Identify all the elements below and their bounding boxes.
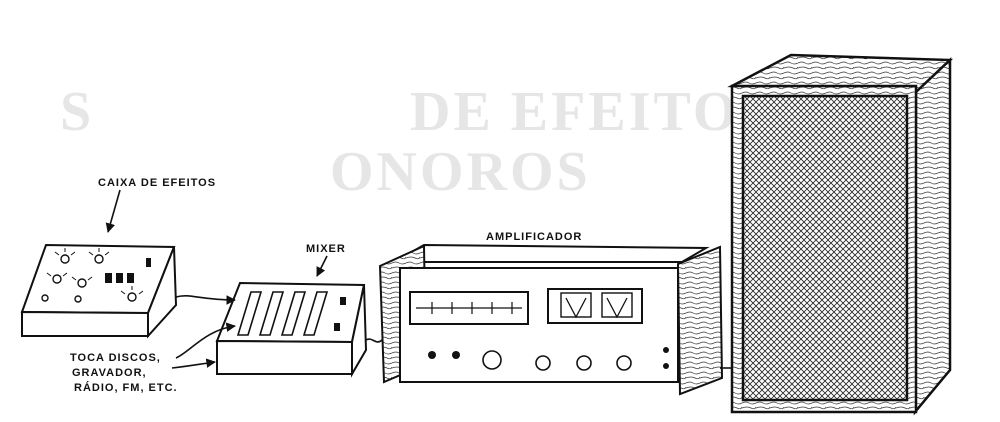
amplifier-small-control bbox=[428, 347, 669, 369]
mixer bbox=[215, 281, 368, 378]
cable-mixer-to-amplifier bbox=[365, 338, 383, 343]
amplifier-right-wood-side bbox=[676, 245, 724, 396]
effects-box-side bbox=[147, 246, 178, 339]
signal-cables bbox=[171, 294, 732, 369]
label-amplifier: AMPLIFICADOR bbox=[486, 231, 582, 243]
label-sources-line2: GRAVADOR, bbox=[72, 367, 147, 379]
effects-display bbox=[105, 258, 151, 283]
speaker-side bbox=[913, 57, 952, 416]
background-bleed-text: DE EFEITOS ONOROS S bbox=[60, 81, 774, 203]
svg-text:ONOROS: ONOROS bbox=[330, 141, 591, 203]
label-sources-line1: TOCA DISCOS, bbox=[70, 352, 161, 364]
effects-knob bbox=[41, 254, 137, 303]
label-effects-box: CAIXA DE EFEITOS bbox=[98, 177, 216, 189]
speaker-grill bbox=[741, 94, 909, 402]
mixer-side bbox=[351, 284, 368, 378]
vu-meter-right bbox=[601, 292, 633, 318]
cable-effects-to-mixer bbox=[175, 294, 236, 305]
speaker-cabinet bbox=[727, 53, 954, 416]
svg-text:DE EFEITOS: DE EFEITOS bbox=[410, 81, 774, 143]
cable-sources-to-mixer bbox=[175, 322, 236, 359]
label-arrows bbox=[105, 189, 328, 277]
effects-knob-rays bbox=[46, 248, 144, 295]
arrow-effects-label bbox=[105, 189, 121, 233]
amplifier-top bbox=[390, 243, 710, 263]
vu-needle bbox=[565, 297, 628, 319]
arrow-mixer-label bbox=[316, 255, 328, 277]
mixer-switch bbox=[334, 297, 346, 331]
mixer-front bbox=[216, 339, 353, 375]
tuner-scale bbox=[416, 302, 522, 314]
vu-meter-left bbox=[560, 292, 592, 318]
amplifier bbox=[378, 243, 724, 396]
effects-box-front bbox=[21, 310, 149, 337]
cable-sources-in bbox=[171, 358, 216, 369]
amplifier-knob bbox=[482, 350, 632, 371]
effects-box bbox=[20, 243, 178, 339]
svg-text:S: S bbox=[60, 81, 94, 143]
label-sources-line3: RÁDIO, FM, ETC. bbox=[74, 381, 178, 394]
mixer-fader bbox=[236, 291, 329, 336]
label-mixer: MIXER bbox=[306, 243, 346, 255]
